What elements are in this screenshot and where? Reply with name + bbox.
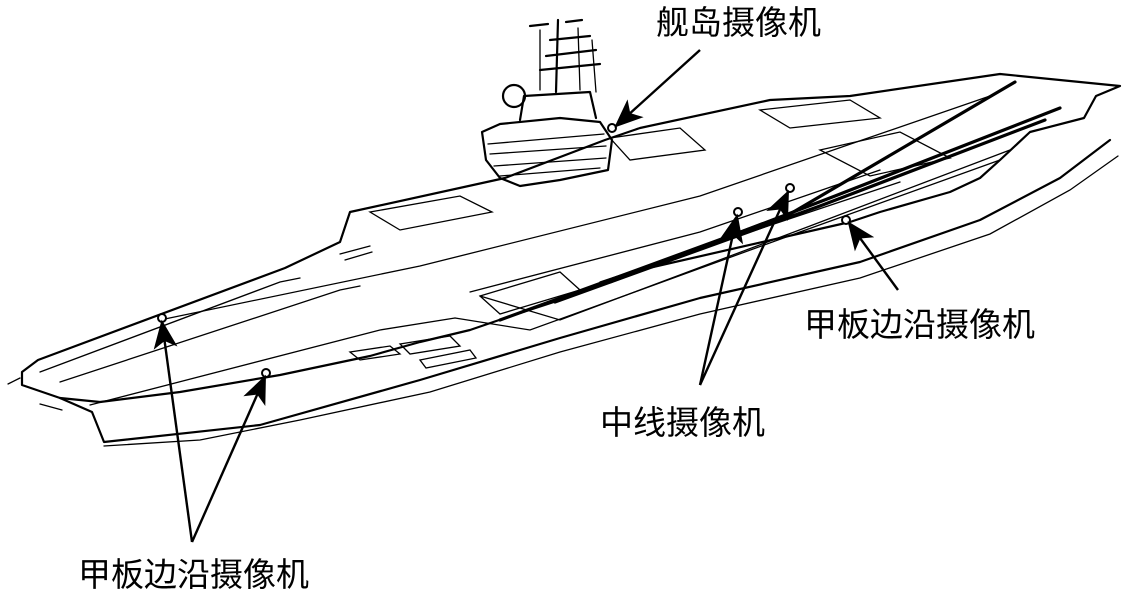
deck-edge-camera-left-dot-1 <box>157 313 167 323</box>
deck-stripe <box>469 169 881 293</box>
deck-edge-camera-right-label: 甲板边沿摄像机 <box>804 305 1035 344</box>
bow-marks <box>7 245 373 411</box>
island-decks <box>487 133 607 177</box>
elevator-panel-1 <box>368 195 494 231</box>
waterline <box>103 155 1119 447</box>
leader-arrows <box>153 49 899 543</box>
deck-centerline-long <box>159 95 991 321</box>
deck-edge-camera-left-arrow-2 <box>190 374 267 543</box>
island-base <box>480 116 614 188</box>
centerline-camera-dot-1 <box>733 207 743 217</box>
flight-deck-outline <box>20 72 1122 404</box>
deck-stripe-2 <box>599 181 901 283</box>
island-superstructure <box>480 18 614 188</box>
angled-deck-edge-upper <box>479 149 1011 321</box>
side-sponsons <box>348 335 478 369</box>
elevator-panel-4 <box>478 271 582 315</box>
mast <box>528 18 602 94</box>
island-camera-dot <box>607 123 617 133</box>
deck-edge-marking <box>89 317 456 406</box>
island-camera-arrow <box>614 49 701 128</box>
carrier-drawing <box>7 18 1122 447</box>
deck-edge-camera-right-dot <box>841 215 851 225</box>
mast-rigging <box>539 27 597 93</box>
centerline-camera-label: 中线摄像机 <box>600 403 765 442</box>
radar-dome <box>501 83 527 109</box>
centerline-camera-arrow-1 <box>698 213 744 386</box>
elevator-panel-2 <box>608 127 707 161</box>
elevator-panel-3 <box>758 99 882 129</box>
island-bridge <box>518 90 598 122</box>
catapult-track-1 <box>39 277 301 373</box>
hull-side <box>58 138 1112 444</box>
centerline-camera-dot-2 <box>785 183 795 193</box>
centerline-camera-arrow-2 <box>698 189 790 386</box>
camera-markers <box>157 123 851 378</box>
catapult-track-2 <box>59 285 361 383</box>
island-camera-label: 舰岛摄像机 <box>656 3 821 42</box>
deck-edge-camera-left-dot-2 <box>261 368 271 378</box>
deck-edge-camera-left-arrow-1 <box>153 319 194 543</box>
deck-edge-camera-right-arrow <box>847 221 899 291</box>
elevator-panel-5 <box>818 131 952 177</box>
deck-edge-camera-left-label: 甲板边沿摄像机 <box>78 555 309 594</box>
